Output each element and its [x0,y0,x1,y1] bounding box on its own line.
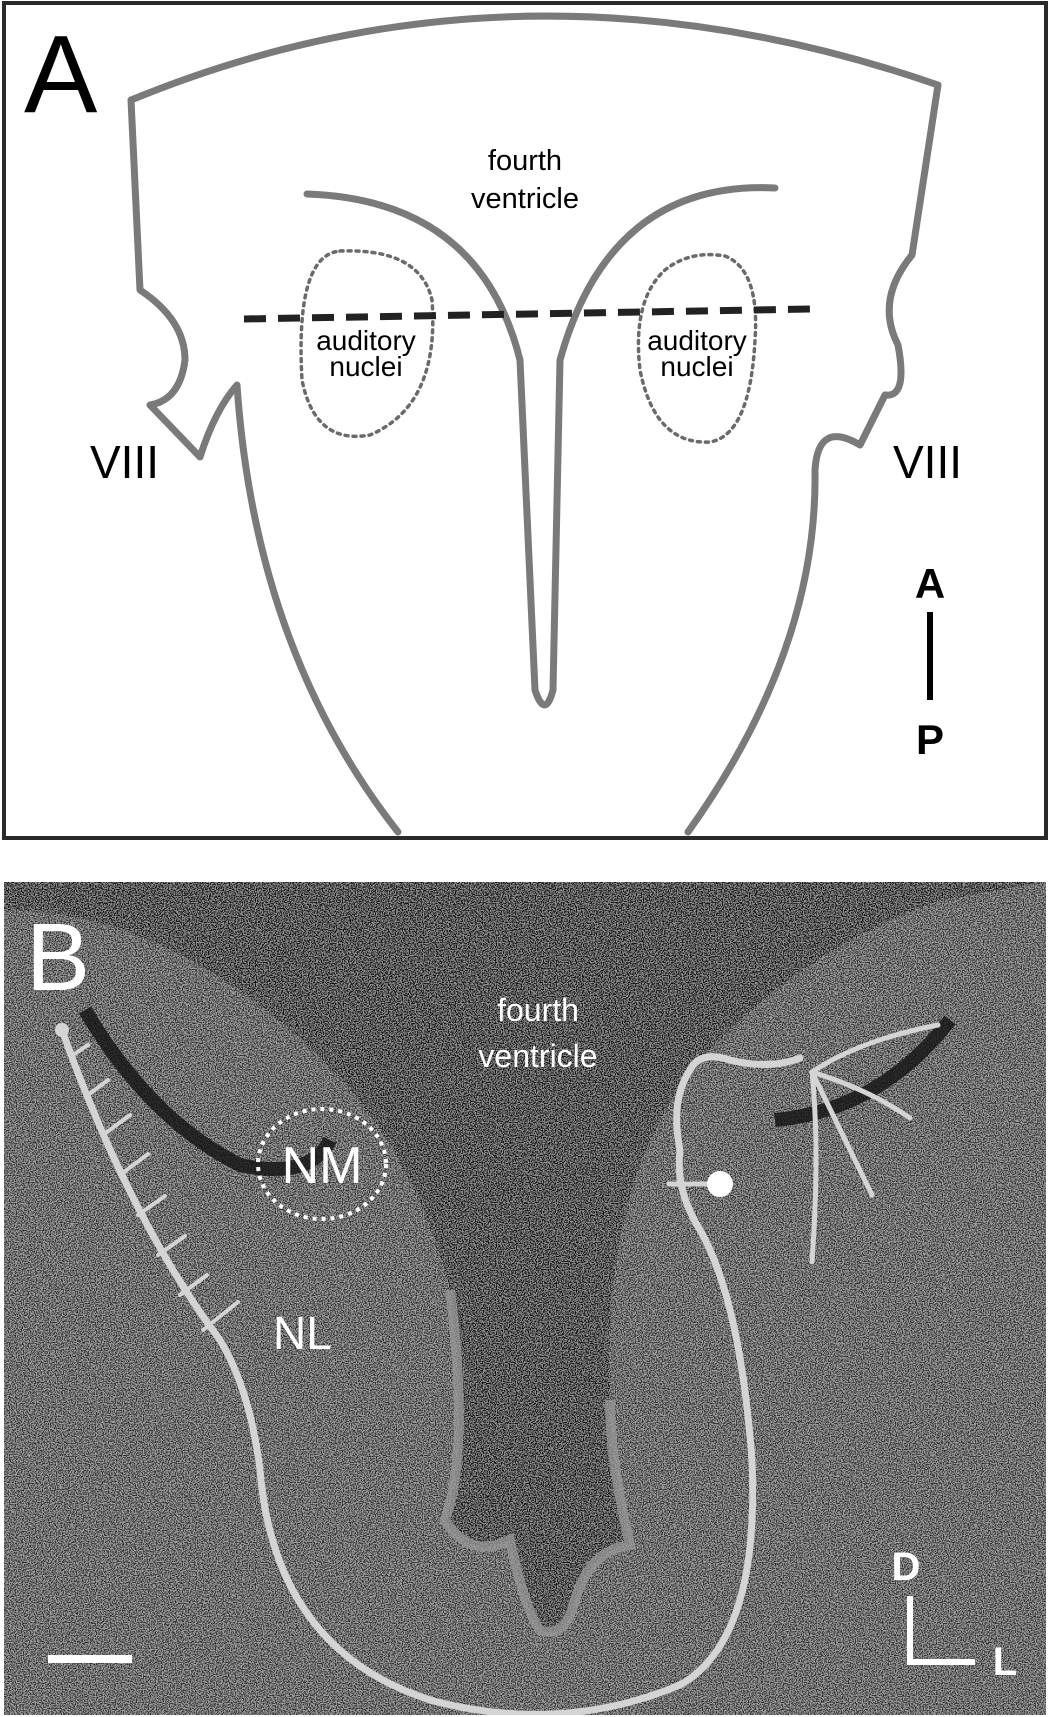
axis-dl-lines [907,1596,975,1665]
nl-label: NL [273,1307,332,1359]
tick-1 [71,1043,90,1057]
tick-4 [118,1152,150,1177]
outline-end-cap [55,1023,69,1037]
left-cell-layer-band [78,1006,337,1177]
auditory-nuclei-right-label-line2: nuclei [660,351,733,382]
auditory-nuclei-right-outline [636,252,758,444]
section-plane-line [243,305,813,323]
axis-dorsal-label: D [892,1545,921,1589]
tick-5 [136,1194,167,1217]
auditory-nuclei-left-label-line2: nuclei [329,351,402,382]
laminaris-ticks [71,1043,240,1332]
panel-b-ventricle-label-line1: fourth [497,992,579,1028]
tick-7 [178,1273,209,1297]
panel-a-letter: A [24,13,98,136]
right-cell-layer-band [774,1015,956,1127]
panel-a-ventricle-label-line2: ventricle [471,183,579,215]
tick-2 [86,1078,110,1097]
ventricle-lining [439,1289,637,1637]
dendrite-branch-3 [809,1069,875,1198]
nucleus-magnocellularis-outline [256,1107,388,1221]
neuron-cell-body [707,1171,733,1197]
dendrite-branch-1 [809,1022,941,1075]
tick-6 [156,1234,187,1257]
nm-label: NM [282,1137,363,1195]
brainstem-outline [127,12,942,836]
neuron-schematic [666,1022,941,1265]
panel-b-letter: B [26,904,90,1011]
axis-lateral-label: L [993,1640,1017,1684]
panel-b-ventricle-label-line2: ventricle [478,1038,597,1074]
panel-a: A fourth ventricle auditory nuclei audit… [2,1,1048,840]
axis-anterior-label: A [915,560,945,607]
panel-a-ventricle-label-line1: fourth [488,145,562,177]
nerve-viii-left-label: VIII [90,436,159,488]
nerve-viii-right-label: VIII [893,436,962,488]
fourth-ventricle-outline [303,184,779,709]
auditory-nuclei-left-label-line1: auditory [316,325,416,356]
auditory-nuclei-right-label-line1: auditory [647,325,747,356]
tick-3 [101,1113,132,1137]
dendrite-branch-2 [809,1069,913,1121]
panel-b: B fourth ventricle NM NL D L [4,882,1046,1715]
auditory-nuclei-left-outline [299,249,435,438]
dendrite-trunk [809,1069,819,1265]
axis-posterior-label: P [916,716,944,763]
tick-8 [201,1300,240,1332]
neural-tube-outline [58,1026,804,1715]
